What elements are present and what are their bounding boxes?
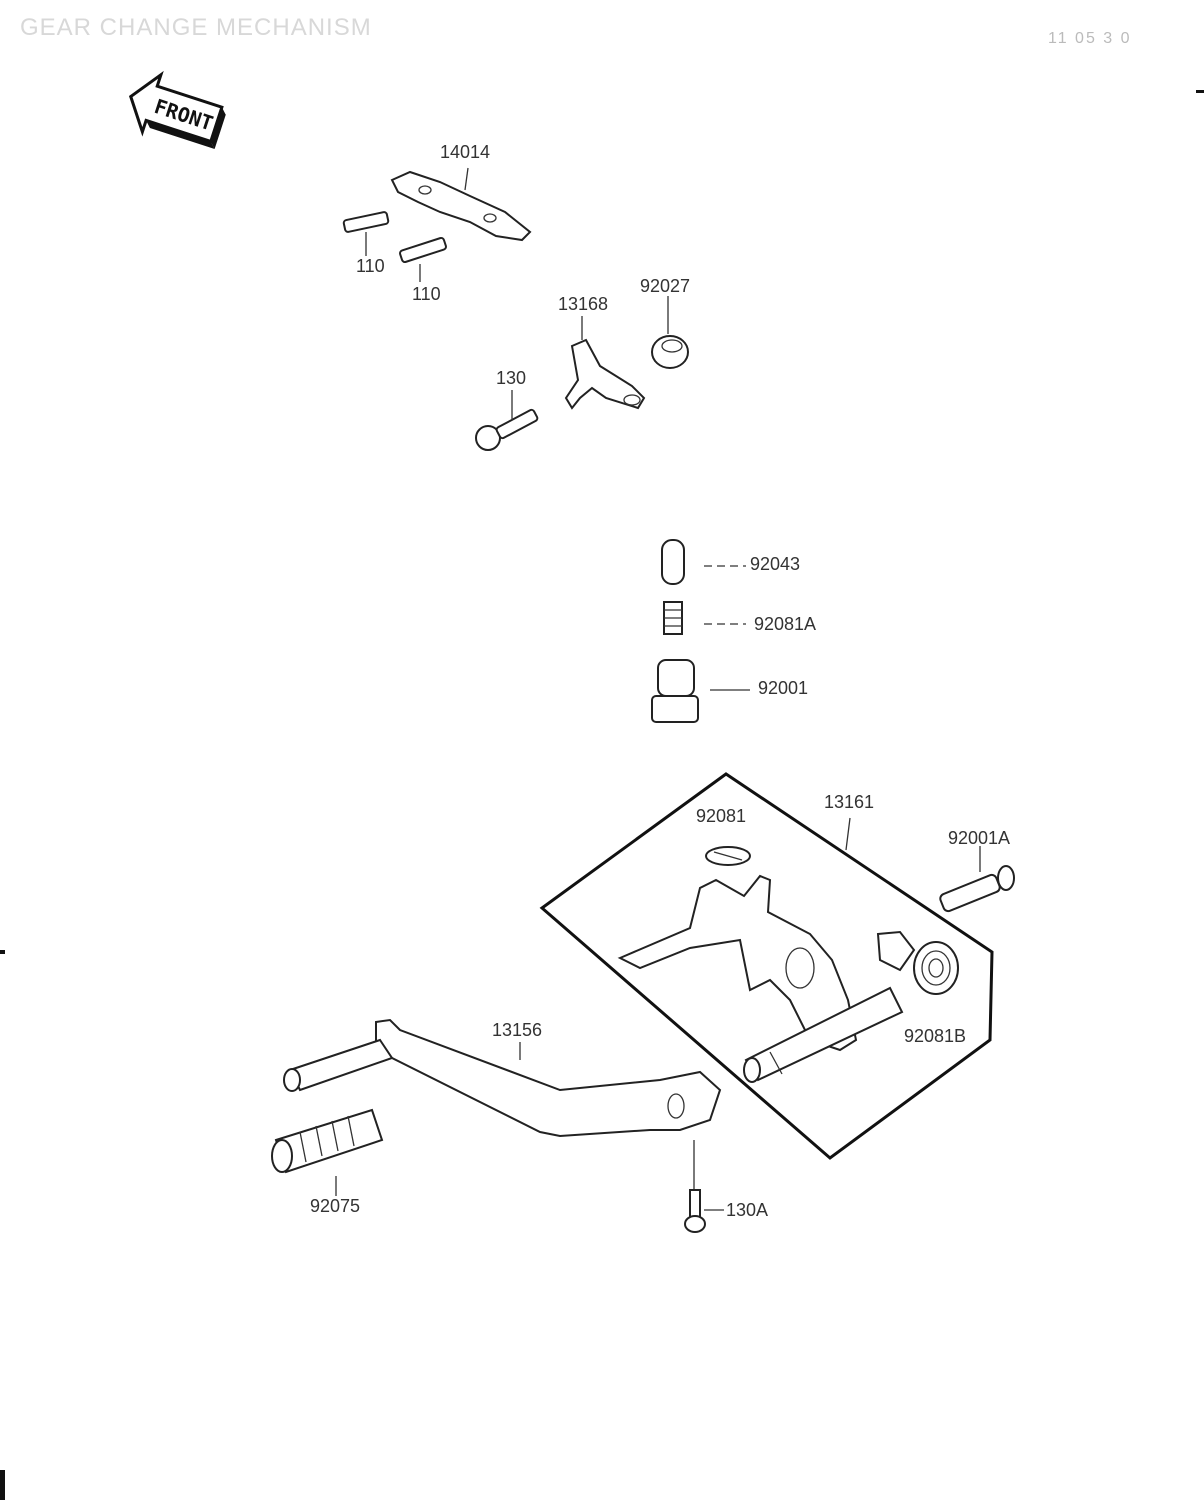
part-13168-lever (564, 316, 646, 410)
label-92081: 92081 (696, 806, 746, 826)
label-92027: 92027 (640, 276, 690, 296)
part-130A-bolt (684, 1140, 724, 1233)
part-130-bolt (475, 390, 539, 451)
part-92027-collar (651, 296, 689, 369)
edge-mark-left (0, 950, 5, 954)
part-92075-rubber (271, 1108, 384, 1196)
label-13156: 13156 (492, 1020, 542, 1040)
part-92081-spring (705, 846, 751, 866)
label-92081A: 92081A (754, 614, 816, 634)
label-110-b: 110 (412, 284, 441, 304)
label-13161: 13161 (824, 792, 874, 812)
label-92081B: 92081B (904, 1026, 966, 1046)
label-92043: 92043 (750, 554, 800, 574)
shift-arm (617, 874, 858, 1052)
part-13161-assembly-box (539, 772, 994, 1160)
label-130: 130 (496, 368, 526, 388)
edge-mark-bottom-left (0, 1470, 5, 1500)
part-92001A-bolt (939, 846, 1015, 913)
label-13168: 13168 (558, 294, 608, 314)
label-92075: 92075 (310, 1196, 360, 1216)
part-110-bolt-b (399, 236, 447, 282)
part-92043-pin (661, 539, 746, 585)
diagram-code: 11 05 3 0 (1048, 30, 1132, 47)
part-14014-bracket (390, 167, 532, 242)
part-92081A-spring (663, 601, 746, 635)
shift-shaft (743, 986, 904, 1083)
label-92001A: 92001A (948, 828, 1010, 848)
label-14014: 14014 (440, 142, 490, 162)
diagram-title: GEAR CHANGE MECHANISM (20, 14, 372, 41)
edge-mark-right (1196, 90, 1204, 93)
part-110-bolt-a (342, 211, 390, 256)
label-92001: 92001 (758, 678, 808, 698)
return-spring (876, 930, 959, 995)
part-13156-shift-pedal (283, 1018, 722, 1138)
label-110-a: 110 (356, 256, 385, 276)
part-92001-plug (651, 659, 750, 723)
front-arrow: FRONT (128, 70, 226, 150)
label-130A: 130A (726, 1200, 768, 1220)
